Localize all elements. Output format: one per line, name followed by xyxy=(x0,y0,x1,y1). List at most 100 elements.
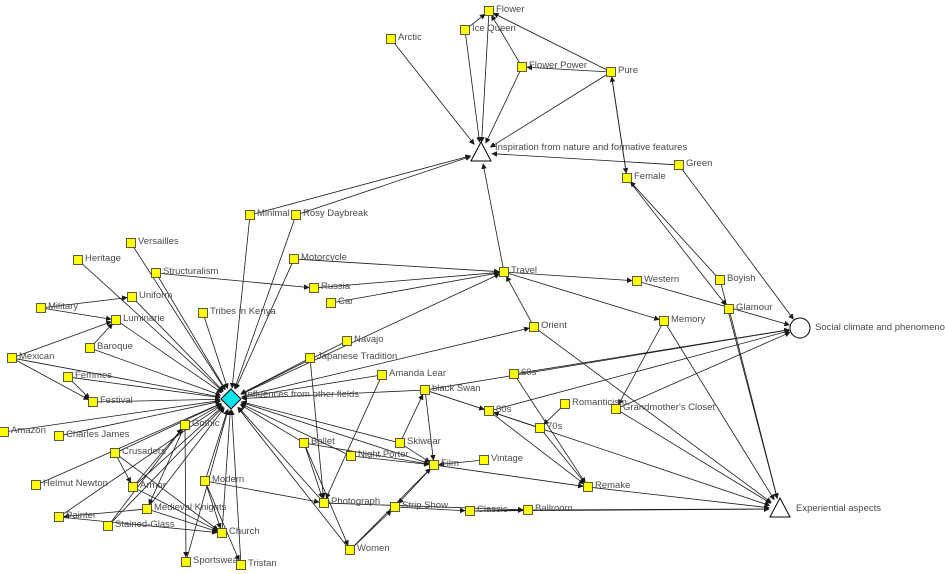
node-marker-women xyxy=(345,545,355,555)
node-minimal[interactable]: Minimal xyxy=(245,208,290,220)
node-structuralism[interactable]: Structuralism xyxy=(151,266,219,278)
node-icequeen[interactable]: Ice Queen xyxy=(460,23,516,35)
node-arctic[interactable]: Arctic xyxy=(386,32,423,44)
node-crusaders[interactable]: Crusaders xyxy=(110,446,167,458)
node-glamour[interactable]: Glamour xyxy=(724,302,773,314)
node-motorcycle[interactable]: Motorcycle xyxy=(289,252,347,264)
node-boyish[interactable]: Boyish xyxy=(715,273,756,285)
node-russia[interactable]: Russia xyxy=(309,281,351,293)
node-flower[interactable]: Flower xyxy=(484,4,525,16)
edge-photograph-to-ballroom xyxy=(328,502,524,513)
node-remake[interactable]: Remake xyxy=(583,480,631,492)
edge-amanda-to-photograph xyxy=(325,379,381,499)
node-travel[interactable]: Travel xyxy=(499,265,538,277)
node-female[interactable]: Female xyxy=(622,171,666,183)
node-label-rosy: Rosy Daybreak xyxy=(303,208,368,219)
node-modern[interactable]: Modern xyxy=(200,474,245,486)
node-femmes[interactable]: Femmes xyxy=(63,370,113,382)
node-western[interactable]: Western xyxy=(632,274,680,286)
hub-social[interactable]: Social climate and phenomenon xyxy=(789,317,945,339)
node-label-modern: Modern xyxy=(212,474,244,485)
edge-baroque-to-luminarie xyxy=(93,323,113,345)
node-armor[interactable]: Armor xyxy=(128,480,166,492)
edge-pure-to-inspiration xyxy=(489,74,607,148)
node-heritage[interactable]: Heritage xyxy=(73,253,121,265)
node-charlesjames[interactable]: Charles James xyxy=(54,429,130,441)
edge-baroque-to-influences xyxy=(94,349,222,397)
node-navajo[interactable]: Navajo xyxy=(342,334,384,346)
node-label-flower: Flower xyxy=(496,4,525,15)
node-classic[interactable]: Classic xyxy=(465,504,508,516)
node-label-women: Women xyxy=(357,543,390,554)
node-label-icequeen: Ice Queen xyxy=(472,23,516,34)
node-green[interactable]: Green xyxy=(674,158,713,170)
node-romanticism[interactable]: Romanticism xyxy=(560,397,627,409)
node-film[interactable]: Film xyxy=(429,458,460,470)
node-mexican[interactable]: Mexican xyxy=(7,351,55,363)
node-festival[interactable]: Festival xyxy=(88,395,133,407)
node-marker-painter xyxy=(54,512,64,522)
edge-modern-to-photograph xyxy=(209,481,320,504)
node-amazon[interactable]: Amazon xyxy=(0,425,46,437)
node-painter[interactable]: Painter xyxy=(54,510,97,522)
node-stripshow[interactable]: Strip Show xyxy=(390,500,449,512)
node-label-remake: Remake xyxy=(595,480,630,491)
node-label-grandmother: Grandmother's Closet xyxy=(623,402,715,413)
node-gothic[interactable]: Gothic xyxy=(180,418,220,430)
node-marker-western xyxy=(632,276,642,286)
node-eighties[interactable]: 80s xyxy=(484,404,512,416)
node-photograph[interactable]: Photograph xyxy=(319,496,381,508)
node-marker-rosy xyxy=(291,210,301,220)
node-blackswan[interactable]: black Swan xyxy=(420,383,481,395)
node-ballroom[interactable]: Ballroom xyxy=(523,503,573,515)
edge-church-to-influences xyxy=(221,409,233,529)
node-pure[interactable]: Pure xyxy=(606,65,639,77)
edge-film-to-remake xyxy=(438,465,584,489)
node-marker-amazon xyxy=(0,427,9,437)
node-car[interactable]: Car xyxy=(326,296,354,308)
edge-eighties-to-remake xyxy=(492,413,585,485)
edge-femmes-to-festival xyxy=(71,380,90,399)
node-marker-orient xyxy=(529,322,539,332)
node-versailles[interactable]: Versailles xyxy=(126,236,179,248)
node-ballet[interactable]: Ballet xyxy=(299,436,336,448)
node-marker-structuralism xyxy=(151,268,161,278)
diamond-icon xyxy=(220,388,242,410)
node-tristan[interactable]: Tristan xyxy=(236,558,277,570)
node-flowerpower[interactable]: Flower Power xyxy=(517,60,588,72)
node-baroque[interactable]: Baroque xyxy=(85,341,133,353)
node-marker-boyish xyxy=(715,275,725,285)
node-label-sixties: 60s xyxy=(521,367,537,378)
node-stainedglass[interactable]: Stained-Glass xyxy=(103,519,175,531)
node-church[interactable]: Church xyxy=(217,526,260,538)
node-grandmother[interactable]: Grandmother's Closet xyxy=(611,402,716,414)
node-tribes[interactable]: Tribes in Kenya xyxy=(198,306,277,318)
node-skiwear[interactable]: Skiwear xyxy=(395,436,441,448)
hub-experiential[interactable]: Experiential aspects xyxy=(769,496,881,518)
node-marker-tribes xyxy=(198,308,208,318)
node-medieval[interactable]: Medieval Knights xyxy=(142,502,227,514)
node-japanese[interactable]: Japanese Tradition xyxy=(305,351,398,363)
node-women[interactable]: Women xyxy=(345,543,390,555)
node-marker-military xyxy=(36,303,46,313)
node-luminarie[interactable]: Luminarie xyxy=(111,313,165,325)
edge-vintage-to-film xyxy=(438,460,480,467)
hub-influences[interactable]: Influences from other fields xyxy=(220,388,359,410)
node-orient[interactable]: Orient xyxy=(529,320,568,332)
edge-memory-to-grandmother xyxy=(618,325,662,406)
node-amanda[interactable]: Amanda Lear xyxy=(377,368,447,380)
node-marker-icequeen xyxy=(460,25,470,35)
node-military[interactable]: Military xyxy=(36,301,79,313)
node-marker-mexican xyxy=(7,353,17,363)
node-marker-memory xyxy=(659,316,669,326)
node-sixties[interactable]: 60s xyxy=(509,367,537,379)
node-helmut[interactable]: Helmut Newton xyxy=(31,478,108,490)
node-seventies[interactable]: 70s xyxy=(535,421,563,433)
node-vintage[interactable]: Vintage xyxy=(479,453,524,465)
node-nightporter[interactable]: Night Porter xyxy=(346,449,409,461)
hub-inspiration[interactable]: Inspiration from nature and formative fe… xyxy=(470,140,687,162)
node-memory[interactable]: Memory xyxy=(659,314,706,326)
node-sportswear[interactable]: Sportswear xyxy=(181,555,242,567)
node-rosy[interactable]: Rosy Daybreak xyxy=(291,208,369,220)
node-uniform[interactable]: Uniform xyxy=(127,290,173,302)
